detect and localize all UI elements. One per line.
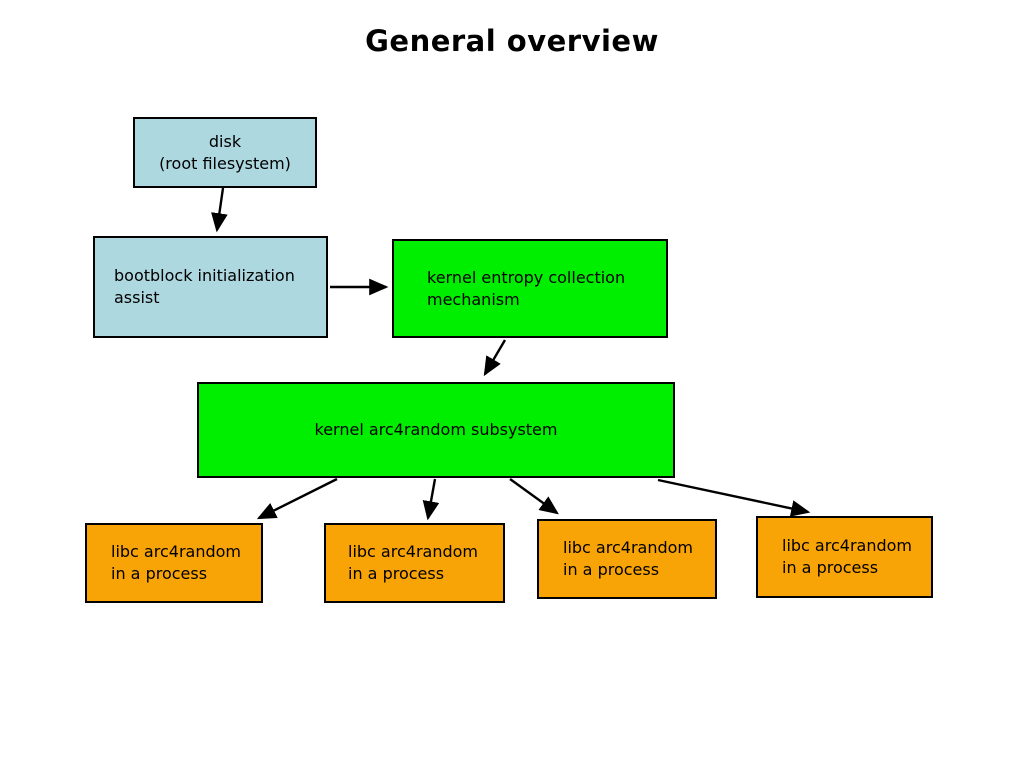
node-libc-arc4random-process-3: libc arc4random in a process: [537, 519, 717, 599]
node-label: disk (root filesystem): [159, 131, 291, 173]
edge-subsystem-to-libc1: [256, 477, 338, 520]
node-label: libc arc4random in a process: [563, 538, 693, 579]
edge-disk-to-bootblock: [211, 187, 228, 233]
node-label: bootblock initialization assist: [114, 266, 295, 307]
edge-subsystem-to-libc4: [657, 478, 811, 517]
node-disk-root-filesystem: disk (root filesystem): [133, 117, 317, 188]
node-label: libc arc4random in a process: [782, 536, 912, 577]
slide-title: General overview: [365, 24, 659, 58]
node-libc-arc4random-process-2: libc arc4random in a process: [324, 523, 505, 603]
edge-subsystem-to-libc2: [422, 478, 440, 521]
node-kernel-entropy-collection: kernel entropy collection mechanism: [392, 239, 668, 338]
node-label: kernel entropy collection mechanism: [427, 267, 626, 309]
node-label: libc arc4random in a process: [348, 542, 478, 583]
node-bootblock-initialization-assist: bootblock initialization assist: [93, 236, 328, 338]
node-kernel-arc4random-subsystem: kernel arc4random subsystem: [197, 382, 675, 478]
edge-subsystem-to-libc3: [509, 478, 559, 515]
node-libc-arc4random-process-1: libc arc4random in a process: [85, 523, 263, 603]
node-libc-arc4random-process-4: libc arc4random in a process: [756, 516, 933, 598]
node-label: kernel arc4random subsystem: [314, 420, 558, 440]
node-label: libc arc4random in a process: [111, 542, 241, 583]
edge-entropy-to-subsystem: [483, 339, 507, 377]
